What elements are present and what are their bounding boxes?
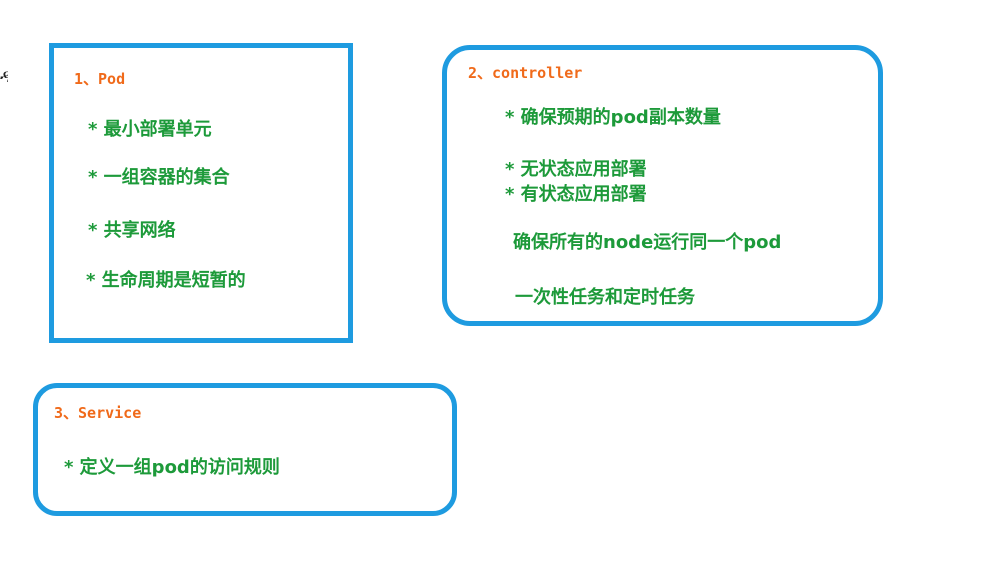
service-item-access-rules: * 定义一组pod的访问规则 — [64, 457, 280, 478]
controller-item-replicas: * 确保预期的pod副本数量 — [505, 107, 721, 128]
controller-item-daemon: 确保所有的node运行同一个pod — [513, 232, 782, 253]
controller-box — [442, 45, 883, 326]
pod-item-short-lifecycle: * 生命周期是短暂的 — [86, 270, 246, 291]
controller-item-stateful: * 有状态应用部署 — [505, 184, 647, 205]
pod-item-container-group: * 一组容器的集合 — [88, 167, 230, 188]
controller-title: 2、controller — [468, 64, 583, 82]
pod-item-smallest-unit: * 最小部署单元 — [88, 119, 212, 140]
pod-item-shared-network: * 共享网络 — [88, 220, 176, 241]
pod-title: 1、Pod — [74, 70, 126, 88]
service-box — [33, 383, 457, 516]
controller-item-stateless: * 无状态应用部署 — [505, 159, 647, 180]
service-title: 3、Service — [54, 404, 142, 422]
controller-item-jobs: 一次性任务和定时任务 — [515, 287, 695, 308]
pod-box — [49, 43, 353, 343]
edge-fragment: ዱ — [0, 66, 8, 87]
